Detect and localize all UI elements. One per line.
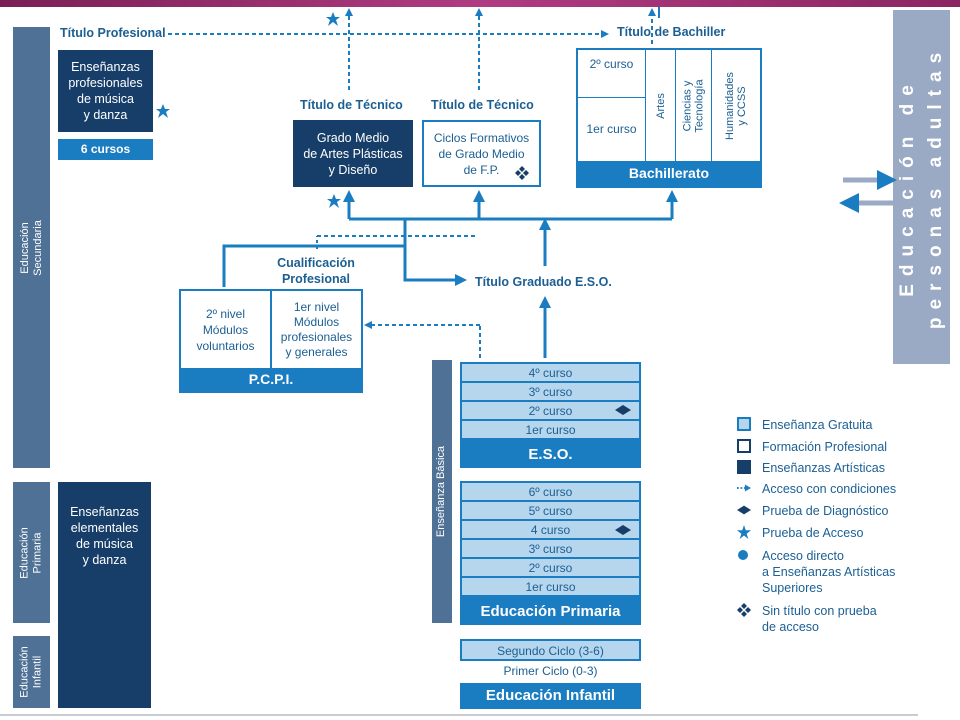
personas-adultas-band: Educación de personas adultas [893,10,950,364]
legend-label: Prueba de Acceso [762,526,864,540]
titulo-tecnico-artes-label: Título de Técnico [300,98,403,112]
eso-curso-3: 3º curso [461,382,640,401]
legend-label: Prueba de Diagnóstico [762,504,889,518]
star-icon [737,525,751,539]
legend-item-diagnostico: Prueba de Diagnóstico [737,503,888,519]
bachillerato-curso-1: 1er curso [578,98,646,161]
dashed-arrow-icon [737,484,751,492]
bottom-rule [0,714,918,716]
eso-curso-1: 1er curso [461,420,640,439]
primaria-curso-5: 5º curso [461,501,640,520]
legend-label: Acceso directo a Enseñanzas Artísticas S… [762,549,896,595]
side-band-basica: Enseñanza Básica [432,360,452,623]
eso-band: E.S.O. [460,442,641,468]
bachillerato-box: 2º curso 1er curso Artes Ciencias y Tecn… [576,48,762,188]
pcpi-box: 2º nivel Módulos voluntarios 1er nivel M… [179,289,363,393]
connector-cualificacion-to-graduado [403,246,467,286]
four-diamonds-icon [737,603,751,617]
diamond-icon-primaria [615,525,631,535]
dot-icon [738,550,748,560]
legend-item-acceso-directo: Acceso directo a Enseñanzas Artísticas S… [737,548,895,596]
artistic-professional-box: Enseñanzas profesionales de música y dan… [58,50,153,132]
artistic-elementary-text: Enseñanzas elementales de música y danza [70,505,139,567]
titulo-bachiller-label: Título de Bachiller [617,25,726,39]
navy-square-icon [737,460,751,474]
ciclos-fp-text: Ciclos Formativos de Grado Medio de F.P. [433,130,530,177]
artistic-professional-text: Enseñanzas profesionales de música y dan… [68,60,143,122]
pcpi-nivel-2: 2º nivel Módulos voluntarios [181,291,272,368]
pcpi-nivel-1: 1er nivel Módulos profesionales y genera… [272,291,361,368]
infantil-primer-ciclo: Primer Ciclo (0-3) [503,664,598,678]
eso-box: 4º curso 3º curso 2º curso 1er curso E.S… [460,362,641,468]
star-icon-grado-medio [327,194,341,208]
primaria-curso-6: 6º curso [461,482,640,501]
bachillerato-band: Bachillerato [578,161,760,186]
titulo-profesional-label: Título Profesional [60,26,166,40]
primaria-curso-4: 4 curso [461,520,640,539]
infantil-segundo-ciclo: Segundo Ciclo (3-6) [460,639,641,661]
side-band-primaria: Educación Primaria [13,482,50,623]
legend-item-sin-titulo: Sin título con prueba de acceso [737,603,877,635]
star-icon-artistic [156,104,170,118]
legend-label: Sin título con prueba de acceso [762,604,877,634]
artistic-cursos-badge: 6 cursos [58,139,153,160]
pcpi-band: P.C.P.I. [181,368,361,391]
legend-label: Acceso con condiciones [762,482,897,496]
legend-item-fp: Formación Profesional [737,439,887,455]
light-square-icon [737,417,751,431]
titulo-tecnico-fp-label: Título de Técnico [431,98,534,112]
legend-label: Enseñanzas Artísticas [762,461,885,475]
modalidad-ciencias: Ciencias y Tecnología [676,50,712,161]
pcpi-nivel-1-text: 1er nivel Módulos profesionales y genera… [280,299,353,359]
outline-square-icon [737,439,751,453]
eso-curso-2: 2º curso [461,401,640,420]
legend-label: Enseñanza Gratuita [762,418,873,432]
primaria-curso-2: 2º curso [461,558,640,577]
bachillerato-curso-2: 2º curso [578,50,646,98]
connector-pcpi-to-ciclos [222,219,407,287]
primaria-curso-1: 1er curso [461,577,640,596]
primaria-box: 6º curso 5º curso 4 curso 3º curso 2º cu… [460,481,641,625]
infantil-band: Educación Infantil [460,683,641,709]
primaria-curso-3: 3º curso [461,539,640,558]
titulo-graduado-eso-label: Título Graduado E.S.O. [475,275,612,289]
legend-label: Formación Profesional [762,440,888,454]
eso-curso-4: 4º curso [461,363,640,382]
grado-medio-artes-box: Grado Medio de Artes Plásticas y Diseño [293,120,413,187]
primaria-band: Educación Primaria [460,599,641,625]
artistic-elementary-box: Enseñanzas elementales de música y danza [58,482,151,708]
side-band-infantil: Educación Infantil [13,636,50,708]
diamond-icon [737,505,751,515]
four-diamonds-icon-fp [515,166,529,180]
top-color-band [0,0,960,7]
side-band-secundaria: Educación Secundaria [13,27,50,468]
legend-item-gratuita: Enseñanza Gratuita [737,417,873,433]
star-icon-top [326,12,340,26]
pcpi-nivel-2-text: 2º nivel Módulos voluntarios [196,306,255,353]
modalidad-artes: Artes [646,50,676,161]
cualificacion-profesional-label: Cualificación Profesional [277,256,355,286]
grado-medio-artes-text: Grado Medio de Artes Plásticas y Diseño [303,130,403,177]
diamond-icon-eso [615,405,631,415]
legend-item-artisticas: Enseñanzas Artísticas [737,460,885,476]
legend-item-prueba-acceso: Prueba de Acceso [737,525,863,541]
legend-item-acceso-condiciones: Acceso con condiciones [737,481,896,497]
